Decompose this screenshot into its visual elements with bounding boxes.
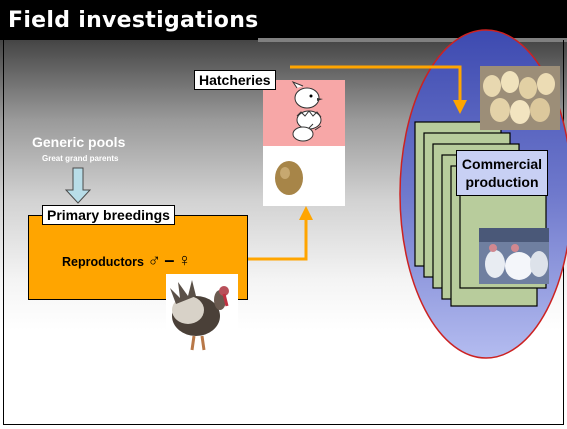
turkeys-photo <box>479 228 549 284</box>
slide-title: Field investigations <box>8 8 259 33</box>
commercial-production-label: Commercial production <box>456 150 548 196</box>
flow-arrow-hatcheries <box>290 65 467 114</box>
hatcheries-label: Hatcheries <box>194 70 276 90</box>
frame-bottom <box>3 424 564 425</box>
down-arrow-icon <box>64 167 92 204</box>
primary-breedings-label: Primary breedings <box>42 205 175 225</box>
turkey-image <box>166 274 238 354</box>
commercial-line-2: production <box>465 174 539 190</box>
dash: – <box>164 250 175 270</box>
title-rule <box>258 38 567 42</box>
female-symbol: ♀ <box>177 250 192 270</box>
egg-image <box>263 146 345 206</box>
chicks-photo <box>480 66 560 130</box>
frame-left <box>3 40 4 425</box>
chicks-hatching-image <box>263 80 345 146</box>
generic-pools-label: Generic pools <box>32 134 126 150</box>
reproductors-line: Reproductors ♂ – ♀ <box>62 250 191 271</box>
great-grand-parents-label: Great grand parents <box>42 154 119 163</box>
male-symbol: ♂ <box>147 250 161 270</box>
commercial-line-1: Commercial <box>461 156 543 172</box>
reproductors-label: Reproductors <box>62 255 144 269</box>
flow-arrow-reproductors <box>246 206 313 261</box>
